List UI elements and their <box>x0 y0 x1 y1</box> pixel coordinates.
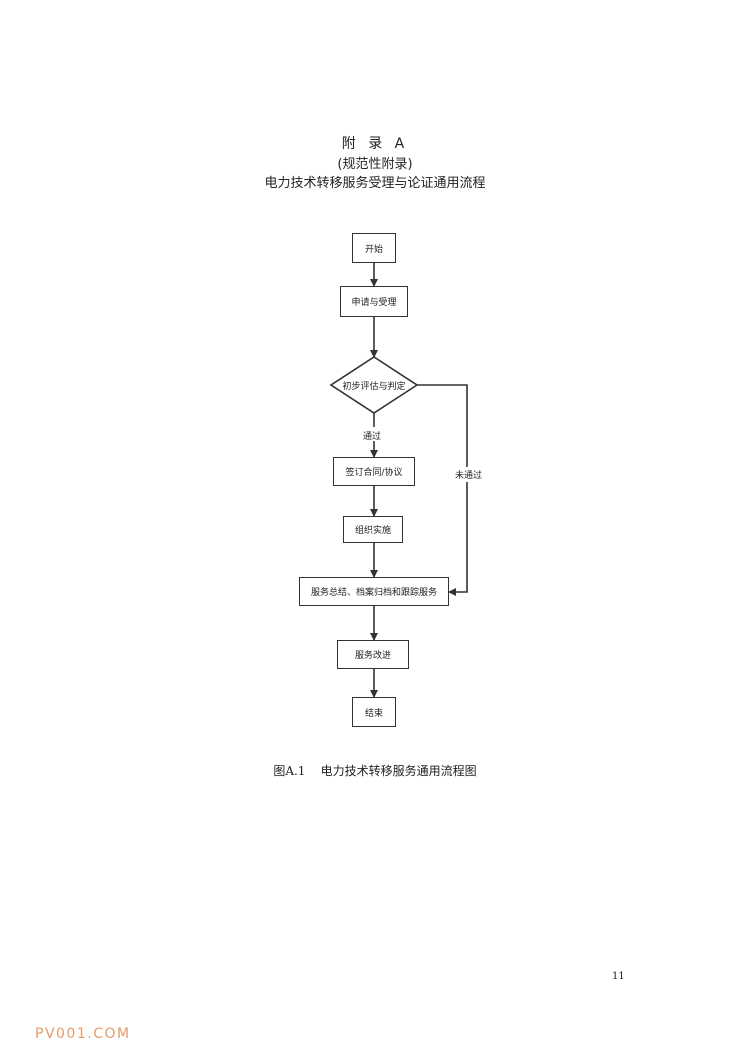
node-start: 开始 <box>352 233 396 263</box>
node-summary: 服务总结、档案归档和跟踪服务 <box>299 577 449 606</box>
node-apply: 申请与受理 <box>340 286 408 317</box>
appendix-name: 电力技术转移服务受理与论证通用流程 <box>264 176 486 191</box>
edge-label-pass: 通过 <box>363 432 382 442</box>
figure-caption: 图A.1 电力技术转移服务通用流程图 <box>273 764 477 778</box>
node-improve: 服务改进 <box>337 640 409 669</box>
edge-label-fail: 未通过 <box>455 467 483 482</box>
decision-diamond <box>329 356 419 414</box>
node-end: 结束 <box>352 697 396 727</box>
node-implement: 组织实施 <box>343 516 403 543</box>
page-number: 11 <box>612 971 625 982</box>
node-sign: 签订合同/协议 <box>333 457 415 486</box>
appendix-type: (规范性附录) <box>337 157 413 172</box>
arrow-evaluate-fail <box>417 384 468 596</box>
node-evaluate: 初步评估与判定 <box>342 382 406 392</box>
watermark: PV001.COM <box>35 1026 131 1042</box>
appendix-title: 附 录 A <box>341 136 409 152</box>
